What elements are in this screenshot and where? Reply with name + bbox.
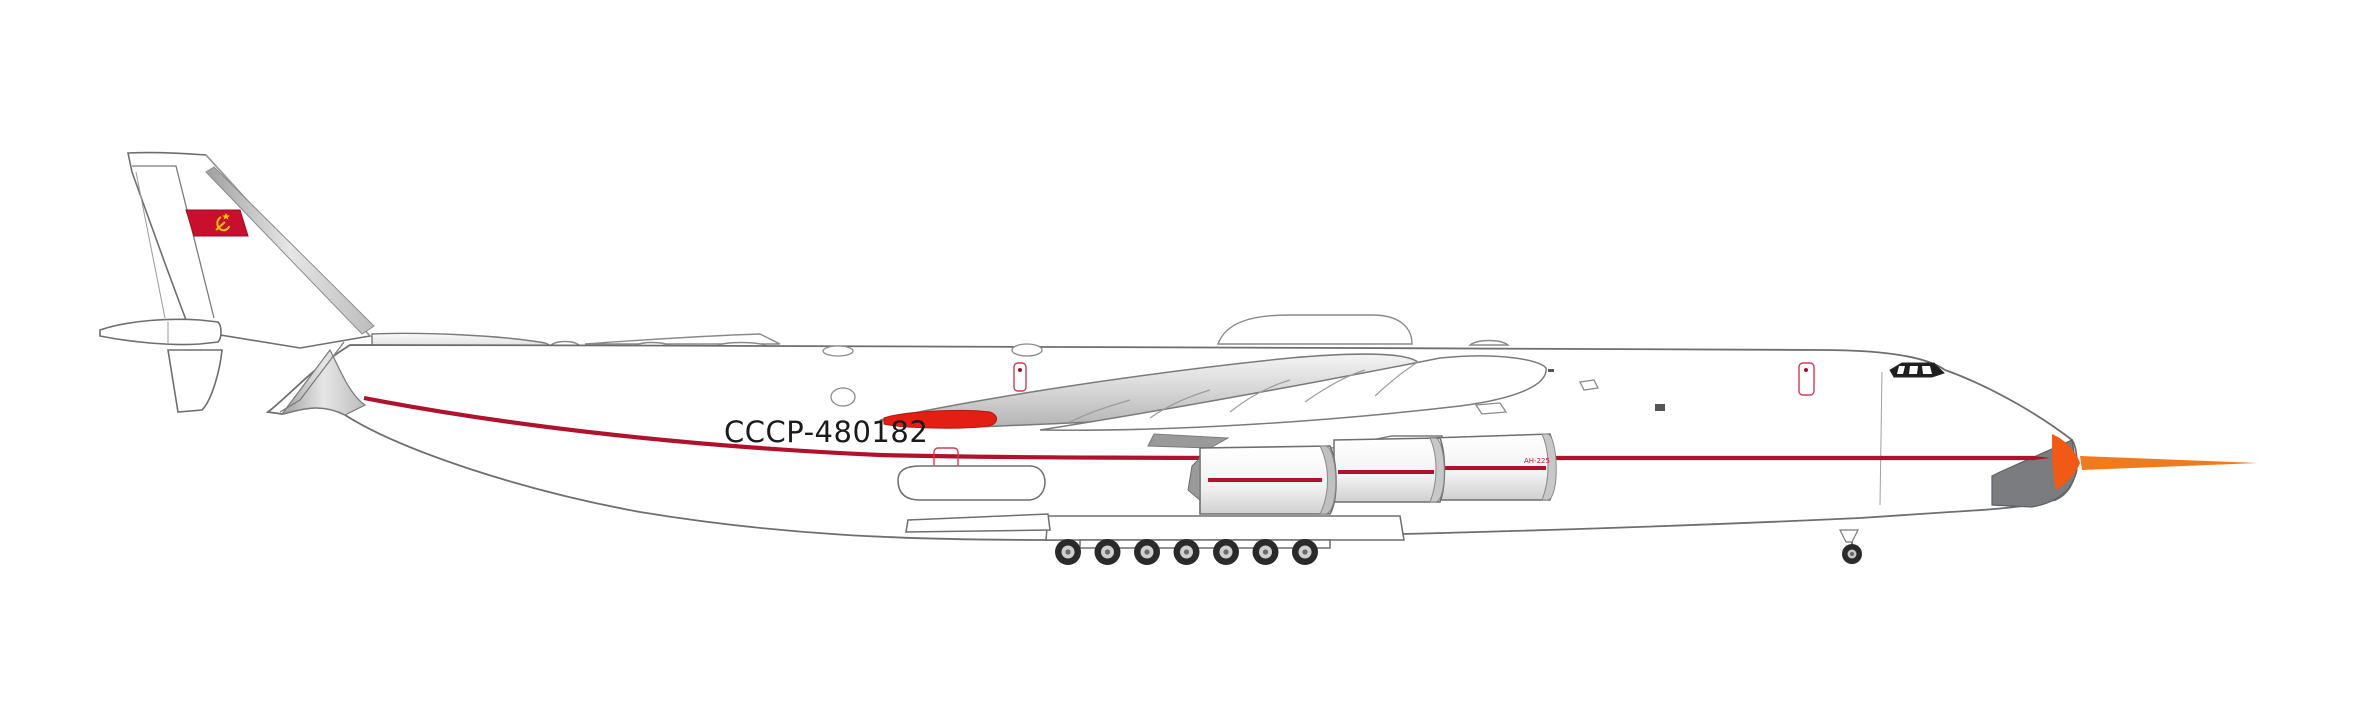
far-side-details (548, 314, 1511, 348)
wheel-icon (1213, 539, 1239, 565)
nose-gear (1839, 529, 1862, 564)
wheel-icon (1134, 539, 1160, 565)
wheel-icon (1252, 539, 1279, 565)
vertical-fin (127, 151, 375, 349)
fwd-door (1798, 362, 1815, 396)
wheel-icon (1842, 544, 1862, 564)
fuselage-ports (822, 343, 1599, 415)
engines (1147, 433, 1557, 515)
soviet-flag-icon (185, 209, 249, 237)
wing (879, 353, 1547, 431)
engine-2 (1333, 437, 1446, 503)
static-port (1655, 404, 1665, 411)
type-mark: AH-225 (1524, 457, 1550, 465)
horizontal-stabilizer-near (99, 318, 223, 413)
wheel-icon (1055, 539, 1081, 565)
main-gear (1055, 539, 1318, 565)
wheel-icon (1094, 539, 1121, 565)
cockpit-windows (1889, 362, 1945, 378)
sensor-port (1548, 369, 1554, 372)
engine-3 (1429, 433, 1557, 501)
registration-text: CCCP-480182 (724, 415, 928, 449)
wheel-icon (1292, 539, 1318, 565)
engine-1 (1187, 445, 1337, 515)
wheel-icon (1173, 539, 1200, 565)
hammer-sickle-emblem (215, 216, 230, 232)
mid-door (1013, 362, 1027, 392)
